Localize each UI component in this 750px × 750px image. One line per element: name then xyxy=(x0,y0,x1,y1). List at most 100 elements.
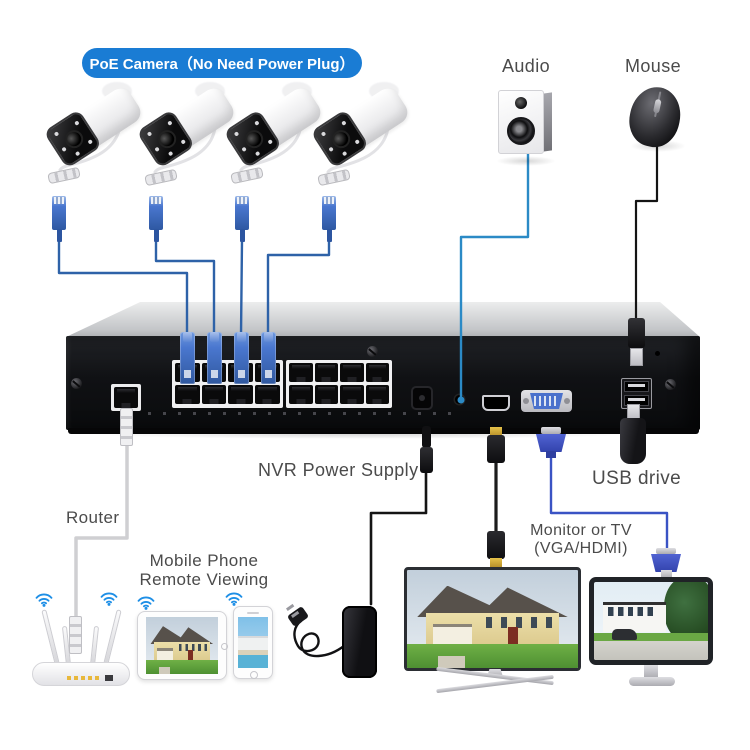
screw xyxy=(367,346,378,357)
monitor-stand-base xyxy=(629,677,675,686)
ir-led xyxy=(167,120,173,126)
camera-body-group xyxy=(310,80,416,171)
mouse-scroll-wheel xyxy=(652,98,662,114)
nvr-uplink-port xyxy=(111,384,141,411)
tablet-screen xyxy=(146,617,218,674)
ir-led xyxy=(254,120,260,126)
camera-rj45-connector xyxy=(322,196,336,230)
scene-path xyxy=(158,667,171,674)
camera-body-group xyxy=(136,80,242,171)
screw xyxy=(665,379,676,390)
camera3-ethernet-line xyxy=(239,238,244,338)
router-cable-connector xyxy=(120,408,133,446)
vga-screw-right xyxy=(564,398,570,404)
rj45-port xyxy=(314,385,338,404)
poe-camera-3 xyxy=(223,82,325,236)
audio-speaker xyxy=(498,90,553,156)
vga-plug-pins xyxy=(661,570,672,578)
ir-led xyxy=(146,131,153,137)
camera2-ethernet-line xyxy=(154,238,216,338)
rj45-port xyxy=(314,363,338,382)
router-wan-port xyxy=(105,675,113,681)
dc-power-jack xyxy=(411,386,433,410)
camera-rj45-boot xyxy=(239,229,245,242)
rj45-plug-3 xyxy=(234,332,249,384)
ir-led xyxy=(341,120,347,126)
camera1-ethernet-line xyxy=(57,238,189,338)
ir-led xyxy=(74,150,81,157)
hdmi-plug xyxy=(487,435,505,463)
speaker-tweeter xyxy=(515,97,527,109)
screw xyxy=(71,378,82,389)
vga-plug xyxy=(651,554,681,572)
ir-led xyxy=(167,150,174,157)
rj45-port xyxy=(175,385,200,404)
vga-line xyxy=(549,454,669,552)
tablet xyxy=(137,611,228,680)
rj45-port xyxy=(289,385,313,404)
tv-scene xyxy=(407,570,578,668)
hdmi-plug xyxy=(487,531,505,559)
mouse-usb-shaft xyxy=(630,348,643,366)
ir-led xyxy=(341,150,348,157)
scene-lawn xyxy=(146,660,218,674)
tv-monitor xyxy=(404,567,581,671)
audio-line-end xyxy=(457,396,465,404)
scene-deck xyxy=(238,650,268,655)
router-antenna xyxy=(103,609,122,665)
monitor-scene xyxy=(594,582,708,660)
scene-car xyxy=(612,628,638,640)
mouse-label: Mouse xyxy=(624,56,682,76)
home-button xyxy=(250,671,258,679)
rj45-plug-4 xyxy=(261,332,276,384)
tablet-scene xyxy=(146,617,218,674)
vga-plug-hood xyxy=(656,548,676,554)
mouse-cable xyxy=(634,144,659,322)
monitor-label-line2: (VGA/HDMI) xyxy=(534,540,628,557)
speaker-shadow xyxy=(496,156,556,166)
ir-led xyxy=(180,139,187,145)
router-antenna xyxy=(41,609,60,665)
poe-camera-4 xyxy=(310,82,412,236)
hdmi-plug-tip xyxy=(490,558,502,567)
dc-plug-tip xyxy=(422,426,431,448)
ir-led xyxy=(53,131,60,137)
usb-drive xyxy=(620,418,646,464)
ir-led xyxy=(354,139,361,145)
monitor-label-line1: Monitor or TV xyxy=(530,522,632,539)
rj45-port xyxy=(365,385,389,404)
vga-port xyxy=(521,390,572,412)
scene-door xyxy=(507,626,519,647)
scene-pool xyxy=(238,654,268,668)
camera-rj45-connector xyxy=(149,196,163,230)
router-label: Router xyxy=(66,508,120,527)
nvr-shadow xyxy=(80,429,640,439)
home-button xyxy=(221,643,228,650)
wifi-icon xyxy=(35,593,53,607)
mobile-viewing-label: Mobile Phone Remote Viewing xyxy=(139,551,269,589)
smartphone xyxy=(233,606,273,679)
wifi-icon xyxy=(225,592,243,606)
wifi-icon xyxy=(100,592,118,606)
scene-windows xyxy=(607,606,654,617)
rj45-port xyxy=(255,385,280,404)
poe-camera-1 xyxy=(43,82,145,236)
camera-rj45-connector xyxy=(235,196,249,230)
wifi-icon xyxy=(137,596,155,610)
ir-led xyxy=(233,131,240,137)
rj45-port xyxy=(365,363,389,382)
rj45-port xyxy=(201,385,227,404)
earpiece xyxy=(247,612,259,614)
phone-screen xyxy=(238,617,268,668)
dc-plug-body xyxy=(420,447,433,473)
speaker-side xyxy=(543,92,552,152)
audio-line xyxy=(459,148,530,400)
router-body xyxy=(32,662,130,686)
hdmi-plug-tip xyxy=(490,427,502,436)
ir-led xyxy=(74,120,80,126)
camera-rj45-boot xyxy=(56,229,62,242)
camera-rj45-boot xyxy=(153,229,159,242)
rj45-plug-1 xyxy=(180,332,195,384)
vga-monitor xyxy=(589,577,713,665)
